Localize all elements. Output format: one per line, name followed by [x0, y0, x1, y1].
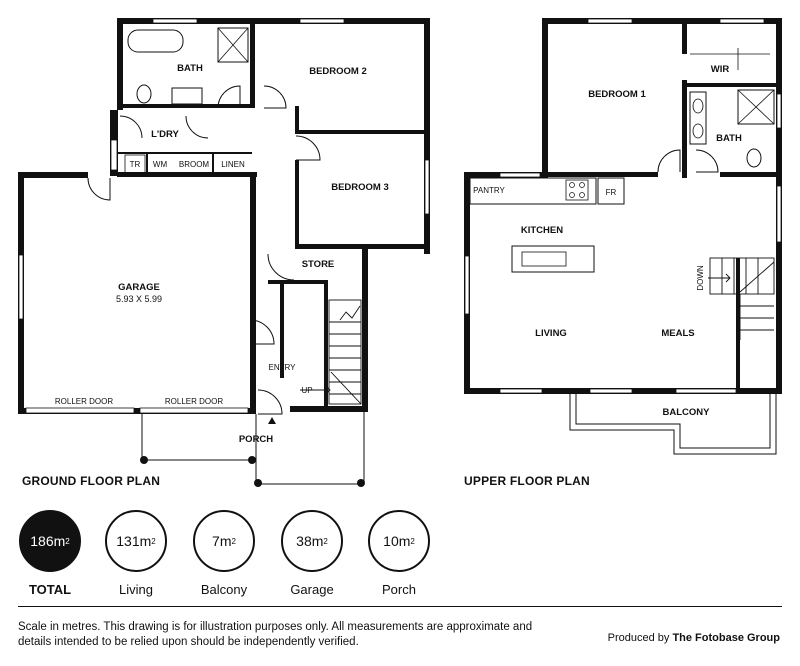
footer-divider	[18, 606, 782, 607]
floor-plan-drawing: BATH BEDROOM 2 L'DRY BEDROOM 3 GARAGE 5.…	[18, 18, 782, 487]
area-value-total: 186m	[30, 533, 66, 549]
room-label-wir: WIR	[711, 64, 730, 75]
area-value-living: 131m	[116, 533, 152, 549]
stair-label-down: DOWN	[696, 265, 705, 291]
fixture-label-broom: BROOM	[179, 160, 210, 169]
room-label-bedroom-3: BEDROOM 3	[331, 182, 389, 193]
room-label-balcony: BALCONY	[663, 407, 711, 418]
area-unit-total: 2	[65, 536, 70, 546]
disclaimer-text: Scale in metres. This drawing is for ill…	[18, 621, 533, 648]
area-unit-balcony: 2	[231, 536, 236, 546]
room-label-store: STORE	[302, 259, 335, 270]
ground-floor-title: GROUND FLOOR PLAN	[22, 474, 161, 488]
area-label-garage: Garage	[290, 582, 334, 597]
area-label-total: TOTAL	[28, 582, 72, 597]
fixture-label-linen: LINEN	[221, 160, 245, 169]
credit-prefix: Produced by	[607, 632, 670, 644]
room-label-porch: PORCH	[239, 434, 273, 445]
room-label-garage: GARAGE	[118, 282, 160, 293]
fixture-label-roller-door-2: ROLLER DOOR	[165, 397, 223, 406]
area-value-balcony: 7m	[212, 533, 232, 549]
ground-floor-plan: BATH BEDROOM 2 L'DRY BEDROOM 3 GARAGE 5.…	[18, 18, 430, 487]
upper-floor-plan: BEDROOM 1 WIR BATH KITCHEN LIVING MEALS …	[464, 18, 782, 455]
area-value-porch: 10m	[383, 533, 411, 549]
area-label-porch: Porch	[382, 582, 416, 597]
room-label-living: LIVING	[535, 328, 567, 339]
stair-label-up: UP	[301, 386, 312, 395]
upper-floor-title: UPPER FLOOR PLAN	[464, 474, 590, 488]
room-label-bath: BATH	[177, 63, 203, 74]
area-unit-porch: 2	[410, 536, 415, 546]
room-label-laundry: L'DRY	[151, 129, 179, 140]
garage-dimensions: 5.93 X 5.99	[116, 294, 162, 304]
fixture-label-wm: WM	[153, 160, 168, 169]
producer-credit: Produced by The Fotobase Group	[608, 632, 780, 644]
fixture-label-pantry: PANTRY	[473, 186, 505, 195]
fixture-label-fridge: FR	[606, 188, 617, 197]
room-label-meals: MEALS	[661, 328, 694, 339]
area-label-balcony: Balcony	[200, 582, 248, 597]
area-unit-living: 2	[151, 536, 156, 546]
fixture-label-roller-door-1: ROLLER DOOR	[55, 397, 113, 406]
room-label-kitchen: KITCHEN	[521, 225, 563, 236]
area-label-living: Living	[119, 582, 153, 597]
fixture-label-tr: TR	[130, 160, 141, 169]
area-unit-garage: 2	[323, 536, 328, 546]
room-label-bedroom-2: BEDROOM 2	[309, 66, 367, 77]
credit-company: The Fotobase Group	[672, 632, 780, 644]
area-value-garage: 38m	[296, 533, 324, 549]
room-label-bedroom-1: BEDROOM 1	[588, 89, 646, 100]
room-label-entry: ENTRY	[269, 363, 297, 372]
room-label-ensuite-bath: BATH	[716, 133, 742, 144]
